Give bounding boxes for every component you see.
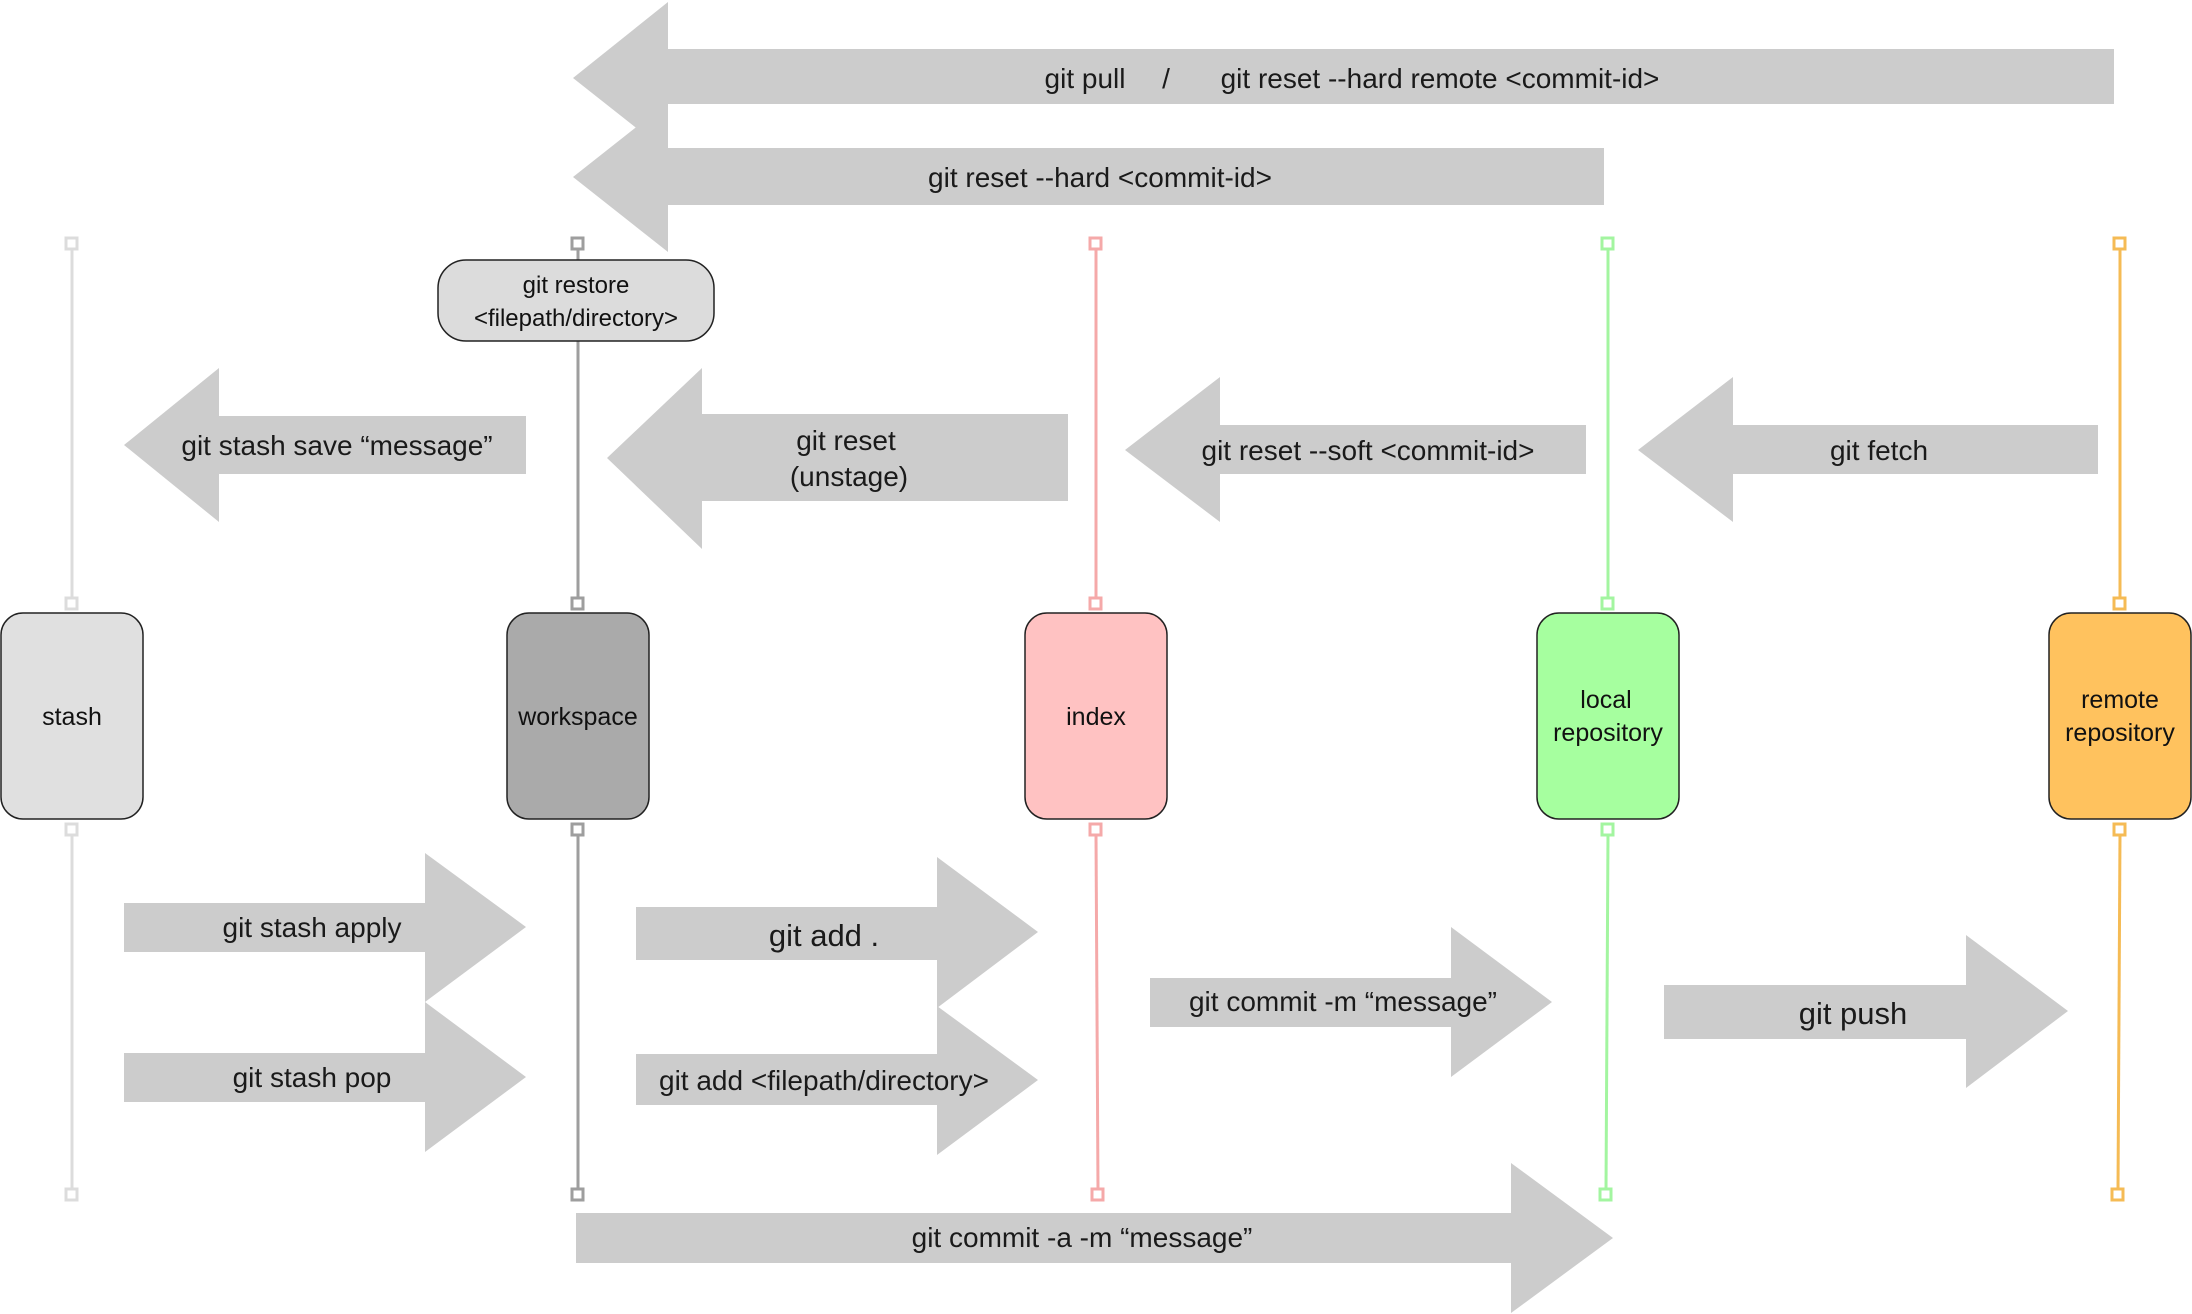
label-restore-path: <filepath/directory> (474, 305, 678, 332)
label-git-commit-am: git commit -a -m “message” (912, 1222, 1253, 1253)
label-git-reset: git reset (796, 425, 896, 456)
arrow-git-fetch: git fetch (1638, 377, 2098, 522)
label-git-pull: git pull (1045, 63, 1126, 94)
node-index: index (1024, 612, 1168, 820)
node-label-remote: remote (2081, 686, 2159, 714)
node-local-repository: local repository (1536, 612, 1680, 820)
lifeline-stash (64, 236, 79, 1202)
arrow-git-add-path: git add <filepath/directory> (636, 1006, 1038, 1155)
label-git-reset-soft: git reset --soft <commit-id> (1202, 435, 1535, 466)
arrow-git-pull: git pull / git reset --hard remote <comm… (573, 2, 2114, 153)
label-git-commit-m: git commit -m “message” (1189, 986, 1497, 1017)
arrow-git-stash-pop: git stash pop (124, 1002, 526, 1152)
lifeline-remote-repository (2110, 236, 2127, 1202)
label-git-reset-hard: git reset --hard <commit-id> (928, 162, 1272, 193)
arrow-git-stash-apply: git stash apply (124, 853, 526, 1002)
node-remote-repository: remote repository (2048, 612, 2192, 820)
label-git-add-all: git add . (769, 918, 879, 953)
label-git-add-path: git add <filepath/directory> (659, 1065, 989, 1096)
node-label-local-repository: repository (1553, 719, 1663, 747)
arrow-git-add-all: git add . (636, 857, 1038, 1008)
arrow-git-reset-soft: git reset --soft <commit-id> (1125, 377, 1586, 522)
label-git-restore: git restore (523, 272, 630, 299)
node-label-workspace: workspace (517, 703, 638, 731)
arrow-git-commit-m: git commit -m “message” (1150, 927, 1552, 1077)
git-restore-box: git restore <filepath/directory> (437, 259, 715, 342)
node-label-remote-repository: repository (2065, 719, 2175, 747)
node-workspace: workspace (506, 612, 650, 820)
arrow-git-reset-hard: git reset --hard <commit-id> (573, 102, 1604, 252)
node-label-stash: stash (42, 703, 102, 731)
node-label-index: index (1066, 703, 1126, 731)
lifeline-index (1088, 236, 1105, 1202)
label-git-stash-apply: git stash apply (223, 912, 402, 943)
label-unstage: (unstage) (790, 461, 908, 492)
label-git-fetch: git fetch (1830, 435, 1928, 466)
lifeline-local-repository (1598, 236, 1615, 1202)
label-git-stash-pop: git stash pop (233, 1062, 392, 1093)
arrow-git-reset-unstage: git reset (unstage) (607, 368, 1068, 549)
node-stash: stash (0, 612, 144, 820)
node-label-local: local (1580, 686, 1631, 714)
label-git-reset-hard-remote: git reset --hard remote <commit-id> (1221, 63, 1660, 94)
arrow-git-push: git push (1664, 935, 2068, 1088)
label-git-stash-save: git stash save “message” (181, 430, 492, 461)
label-git-push: git push (1799, 996, 1908, 1031)
arrow-git-stash-save: git stash save “message” (124, 368, 526, 522)
label-pull-separator: / (1162, 63, 1170, 94)
arrow-git-commit-am: git commit -a -m “message” (576, 1163, 1613, 1313)
